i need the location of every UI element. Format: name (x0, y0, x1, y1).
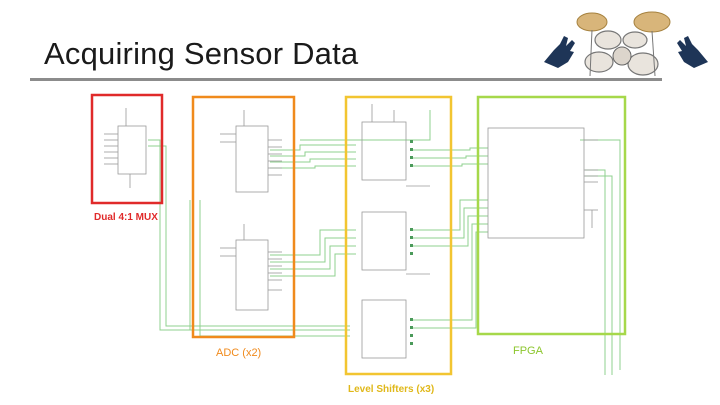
level-shifters-box (344, 95, 453, 376)
mux-label: Dual 4:1 MUX (94, 212, 158, 223)
fpga-box (476, 95, 627, 336)
adc-box (191, 95, 296, 339)
slide-title: Acquiring Sensor Data (44, 36, 359, 71)
mux-box (90, 93, 164, 205)
drum-kit-with-gloves-icon (544, 11, 708, 77)
adc-label: ADC (x2) (216, 347, 262, 359)
title-rule (30, 78, 662, 81)
fpga-label: FPGA (513, 345, 543, 357)
level-shifters-label: Level Shifters (x3) (348, 384, 435, 395)
